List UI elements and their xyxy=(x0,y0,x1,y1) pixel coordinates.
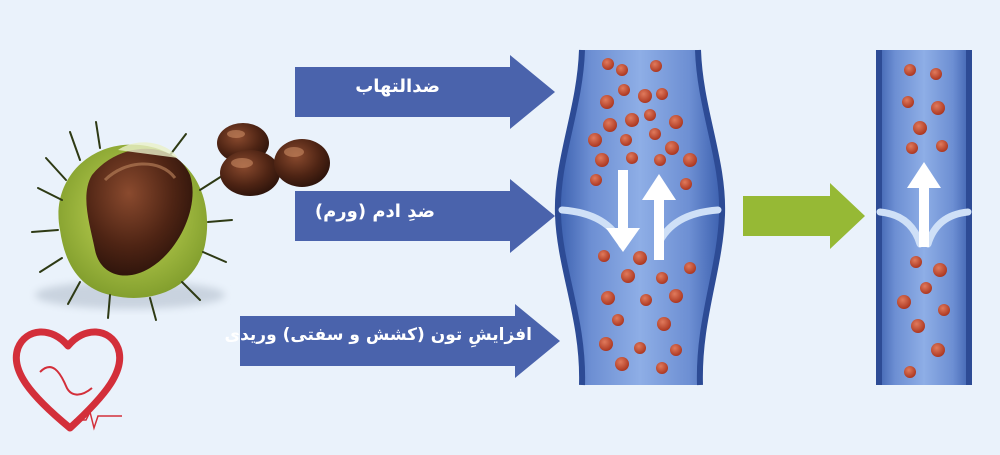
arrow-anti-edema xyxy=(295,179,555,253)
flow-arrow-down xyxy=(606,170,640,252)
chestnut-nut-2 xyxy=(220,150,280,196)
flow-arrow-up xyxy=(642,174,676,260)
chestnut-nut-3 xyxy=(274,139,330,187)
blood-cells-healthy xyxy=(897,64,950,378)
arrow-venous-tone xyxy=(240,304,560,378)
heart-logo xyxy=(12,328,124,432)
label-venous-tone: افزایشِ تون (کشش و سفتی) وریدی xyxy=(224,325,532,345)
label-anti-edema: ضدِ ادم (ورم) xyxy=(314,201,435,222)
label-anti-inflammatory: ضدالتهاب xyxy=(355,76,440,97)
horse-chestnut-illustration xyxy=(31,121,330,321)
dilated-vein xyxy=(554,49,726,386)
flow-arrow-up-healthy xyxy=(907,162,941,247)
blood-cells xyxy=(588,58,697,374)
chestnut-in-husk xyxy=(86,142,193,276)
arrow-result xyxy=(743,183,865,249)
healthy-vein xyxy=(876,50,972,385)
arrow-anti-inflammatory xyxy=(295,55,555,129)
